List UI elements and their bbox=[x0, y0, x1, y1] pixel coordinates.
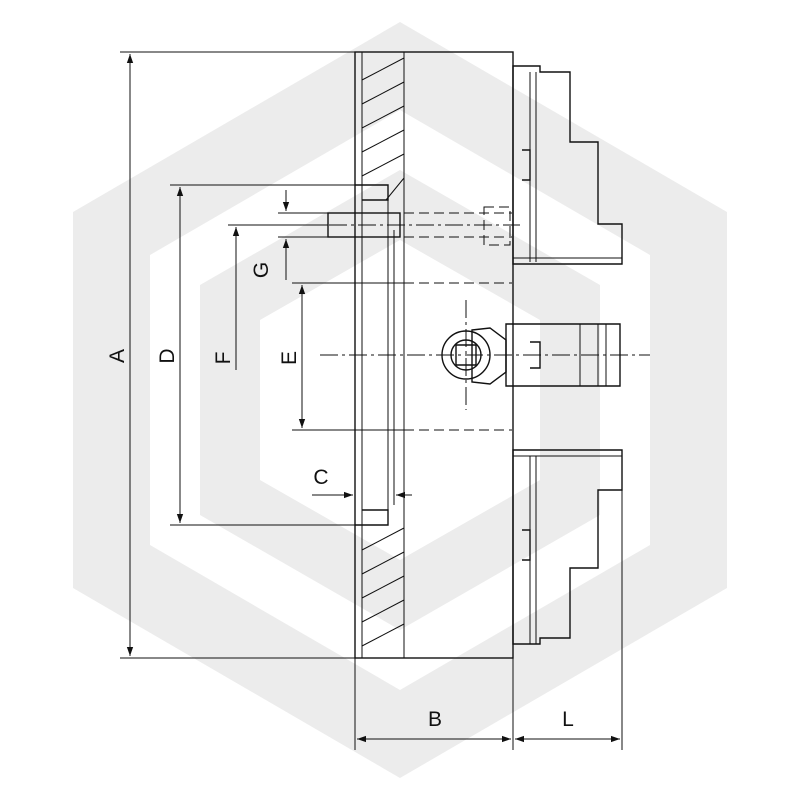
label-a: A bbox=[106, 349, 129, 363]
watermark-logo bbox=[73, 22, 727, 778]
dimension-l bbox=[515, 456, 623, 750]
hatch-bottom bbox=[361, 527, 405, 647]
label-g: G bbox=[250, 262, 273, 278]
label-b: B bbox=[428, 708, 442, 731]
dimension-e bbox=[292, 282, 404, 431]
jaw-top bbox=[512, 65, 623, 265]
dimension-g bbox=[278, 190, 328, 280]
dimension-b bbox=[354, 658, 514, 750]
dimension-a bbox=[120, 51, 355, 659]
label-d: D bbox=[156, 348, 179, 363]
label-f: F bbox=[212, 352, 235, 365]
dimension-c bbox=[312, 480, 412, 505]
label-l: L bbox=[562, 708, 574, 731]
label-c: C bbox=[313, 466, 328, 489]
chuck-body bbox=[300, 51, 650, 659]
label-e: E bbox=[278, 351, 301, 365]
dimension-d bbox=[170, 184, 355, 526]
hatch-top bbox=[361, 57, 405, 201]
jaw-middle bbox=[505, 323, 621, 387]
dimension-f bbox=[228, 224, 328, 370]
